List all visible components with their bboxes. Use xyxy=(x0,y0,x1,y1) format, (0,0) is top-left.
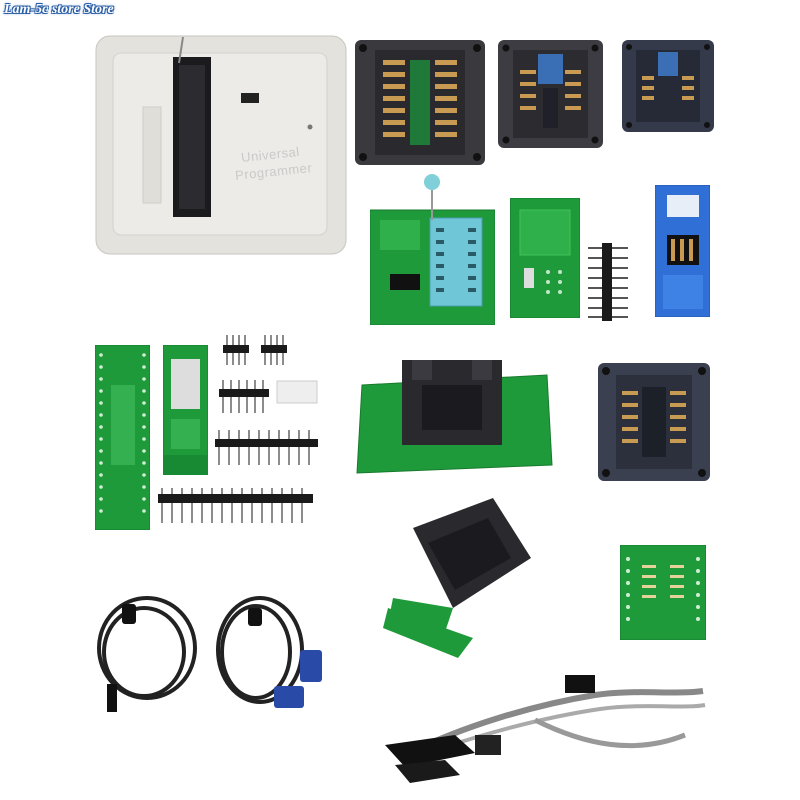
universal-programmer-device: Universal Programmer xyxy=(95,35,347,255)
pin-header-set xyxy=(215,335,320,515)
soic-socket-large xyxy=(355,40,485,165)
dip-adapter-board-long xyxy=(95,345,150,530)
soic-socket-wide xyxy=(598,363,710,481)
plcc-adapter-board xyxy=(510,198,580,318)
tsop48-socket-adapter xyxy=(352,355,554,480)
soic-socket-medium xyxy=(498,40,603,148)
zif-adapter-board xyxy=(370,170,495,325)
spi-flash-adapter-blue xyxy=(655,185,710,317)
pin-header-long-strip xyxy=(158,488,313,523)
tsop-adapter-board-small xyxy=(163,345,208,475)
pin-header-single xyxy=(588,243,628,321)
ssop-socket-adapter xyxy=(383,498,533,658)
soic-socket-small xyxy=(622,40,714,132)
usb-cable xyxy=(92,588,202,718)
soic-to-dip-board xyxy=(620,545,706,640)
soic-test-clip-cable xyxy=(385,665,715,795)
vga-cable xyxy=(210,590,330,720)
store-watermark: Lam-5c store Store xyxy=(4,2,114,17)
